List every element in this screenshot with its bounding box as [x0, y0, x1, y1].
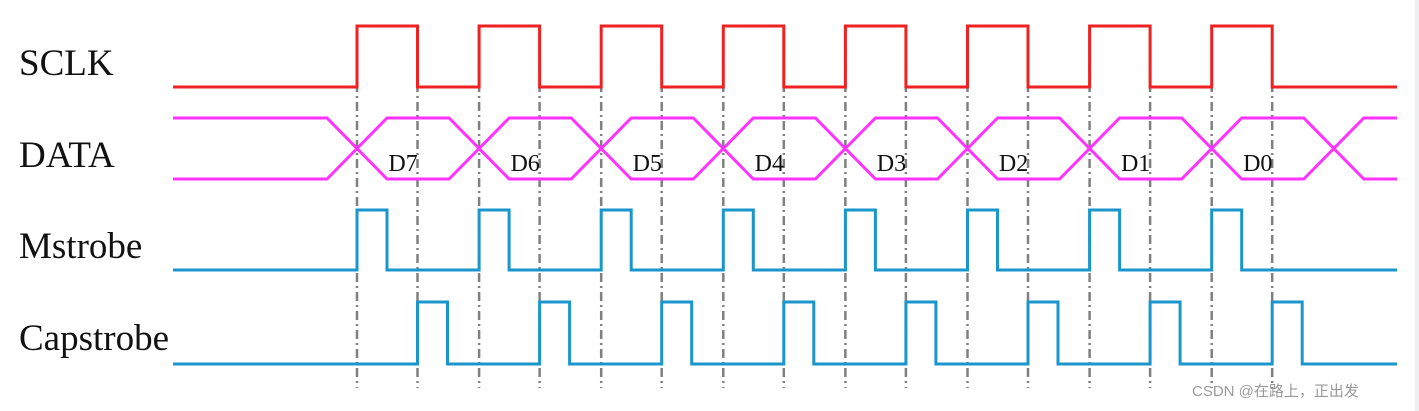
sclk-waveform	[173, 24, 1397, 89]
scrollbar-edge	[1415, 0, 1419, 411]
watermark: CSDN @在路上，正出发	[1192, 383, 1359, 400]
data-bit-label: D1	[1121, 151, 1150, 177]
signal-label-mstrobe: Mstrobe	[19, 226, 143, 267]
data-bit-label: D7	[388, 151, 417, 177]
mstrobe-waveform	[173, 208, 1397, 272]
data-bit-label: D0	[1243, 151, 1272, 177]
signal-label-sclk: SCLK	[19, 43, 114, 84]
data-bit-label: D2	[999, 151, 1028, 177]
capstrobe-waveform	[173, 300, 1397, 366]
data-bit-label: D5	[633, 151, 662, 177]
signal-label-capstrobe: Capstrobe	[19, 318, 170, 359]
data-bit-label: D4	[755, 151, 784, 177]
data-waveform-lower	[173, 116, 1397, 181]
data-bit-label: D6	[510, 151, 539, 177]
signal-label-data: DATA	[19, 135, 115, 176]
data-bit-label: D3	[877, 151, 906, 177]
